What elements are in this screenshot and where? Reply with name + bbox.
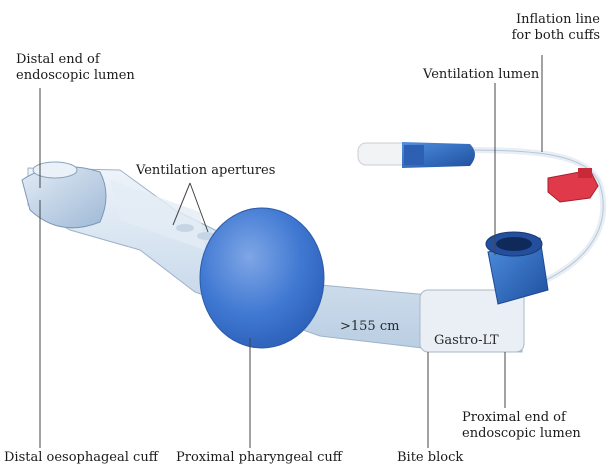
red-valve-cap	[548, 168, 598, 202]
pilot-connector	[358, 142, 475, 168]
label-ventilation-lumen: Ventilation lumen	[423, 67, 539, 83]
brand-text: Gastro-LT	[434, 333, 499, 348]
label-distal-cuff: Distal oesophageal cuff	[4, 450, 158, 466]
label-proximal-cuff: Proximal pharyngeal cuff	[176, 450, 342, 466]
height-marker-text: >155 cm	[340, 319, 399, 334]
proximal-pharyngeal-cuff-shape	[200, 208, 324, 348]
label-bite-block: Bite block	[397, 450, 463, 466]
label-proximal-end: Proximal end of endoscopic lumen	[462, 410, 581, 442]
label-ventilation-apertures: Ventilation apertures	[136, 163, 275, 179]
label-inflation-line: Inflation line for both cuffs	[480, 12, 600, 44]
label-distal-end: Distal end of endoscopic lumen	[16, 52, 135, 84]
